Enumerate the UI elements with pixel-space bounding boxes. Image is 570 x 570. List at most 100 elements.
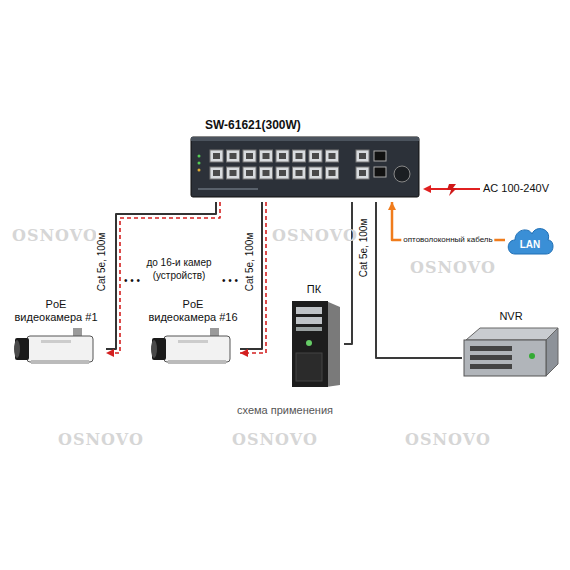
arrowhead	[106, 349, 114, 357]
switch-front-part	[263, 170, 270, 176]
pc-tower-icon-part	[296, 307, 322, 314]
nvr-icon-part	[470, 346, 512, 351]
watermark: OSNOVO	[232, 430, 318, 449]
poe-power-line	[240, 202, 266, 353]
cable-connector	[106, 202, 220, 357]
switch-front-part	[210, 167, 223, 179]
camera-node: PoE видеокамера #16	[146, 298, 240, 374]
switch-front-part	[359, 170, 366, 176]
switch-front-part	[198, 155, 201, 158]
switch-front-part	[329, 170, 336, 176]
pc-tower-icon-part	[326, 301, 340, 387]
switch-front-part	[309, 150, 322, 162]
switch-front-part	[374, 167, 386, 177]
nvr-icon-part	[470, 355, 512, 360]
watermark: OSNOVO	[272, 226, 358, 245]
switch-front-part	[246, 153, 253, 159]
camera-icon-part	[151, 340, 157, 358]
cable-label: Cat 5e, 100м	[244, 231, 256, 294]
switch-front-part	[279, 153, 286, 159]
cable-line	[376, 202, 462, 358]
switch-front-part	[230, 170, 237, 176]
pc-node: ПК	[284, 283, 344, 389]
camera-icon-part	[178, 340, 208, 343]
switch-front-part	[293, 150, 306, 162]
camera-icon	[148, 326, 238, 374]
pc-tower-icon-part	[296, 327, 322, 331]
switch-front-part	[191, 137, 419, 197]
switch-front-part	[198, 169, 201, 172]
camera-icon-part	[152, 338, 166, 360]
pc-tower-icon	[286, 299, 342, 389]
switch-front-part	[326, 167, 339, 179]
poe-power-line	[106, 202, 220, 353]
camera-icon-part	[14, 340, 20, 358]
switch-node: SW-61621(300W)	[190, 118, 420, 202]
camera-icon-part	[168, 360, 226, 364]
device-label: PoE видеокамера #1	[14, 298, 99, 324]
watermark: OSNOVO	[410, 258, 496, 277]
network-label: LAN	[505, 222, 555, 251]
camera-icon-part	[164, 336, 230, 362]
cable-connector	[376, 202, 462, 358]
switch-front-part	[260, 150, 273, 162]
cloud-node: LAN	[505, 222, 555, 258]
watermark: OSNOVO	[12, 226, 98, 245]
arrowhead	[240, 349, 248, 357]
switch-front	[190, 136, 420, 198]
nvr-icon-part	[529, 353, 535, 359]
nvr-icon-part	[466, 328, 558, 340]
switch-front-part	[246, 170, 253, 176]
caption: схема применения	[0, 404, 570, 416]
switch-front-part	[210, 150, 223, 162]
switch-front-part	[312, 153, 319, 159]
cable-line	[344, 202, 352, 344]
switch-front-part	[309, 167, 322, 179]
camera-node: PoE видеокамера #1	[6, 298, 106, 374]
power-symbol	[447, 184, 457, 196]
switch-front-part	[213, 170, 220, 176]
arrowhead	[388, 202, 396, 210]
cable-connector	[240, 202, 266, 357]
switch-front-part	[276, 150, 289, 162]
cable-label: оптоволоконный кабель	[401, 235, 494, 245]
switch-front-part	[293, 167, 306, 179]
cable-label: Cat 5e, 100м	[358, 217, 370, 280]
watermark: OSNOVO	[405, 430, 491, 449]
switch-front-part	[230, 153, 237, 159]
switch-front-part	[296, 153, 303, 159]
ellipsis-dots: • • •	[222, 275, 238, 286]
ellipsis-dots: • • •	[124, 275, 140, 286]
switch-front-part	[213, 153, 220, 159]
device-label: ПК	[284, 283, 344, 296]
switch-front-part	[191, 137, 419, 141]
device-label: NVR	[462, 310, 560, 323]
cable-line	[240, 202, 262, 349]
watermark: OSNOVO	[58, 430, 144, 449]
switch-front-part	[329, 153, 336, 159]
nvr-node: NVR	[462, 310, 560, 378]
switch-front-part	[279, 170, 286, 176]
nvr-icon	[462, 326, 560, 378]
camera-icon-part	[15, 338, 29, 360]
pc-tower-icon-part	[296, 353, 322, 381]
switch-front-part	[227, 167, 240, 179]
switch-front-part	[263, 153, 270, 159]
nvr-icon-part	[546, 328, 558, 376]
switch-front-part	[296, 170, 303, 176]
power-arrowhead	[423, 185, 431, 193]
camera-icon-part	[41, 340, 71, 343]
switch-front-part	[312, 170, 319, 176]
switch-front-part	[198, 162, 201, 165]
switch-front-part	[227, 150, 240, 162]
camera-icon	[11, 326, 101, 374]
cable-label: Cat 5e, 100м	[96, 231, 108, 294]
switch-front-part	[356, 150, 369, 162]
cable-connector	[344, 202, 352, 344]
switch-front-part	[243, 167, 256, 179]
switch-front-part	[359, 153, 366, 159]
nvr-icon-part	[464, 340, 546, 376]
